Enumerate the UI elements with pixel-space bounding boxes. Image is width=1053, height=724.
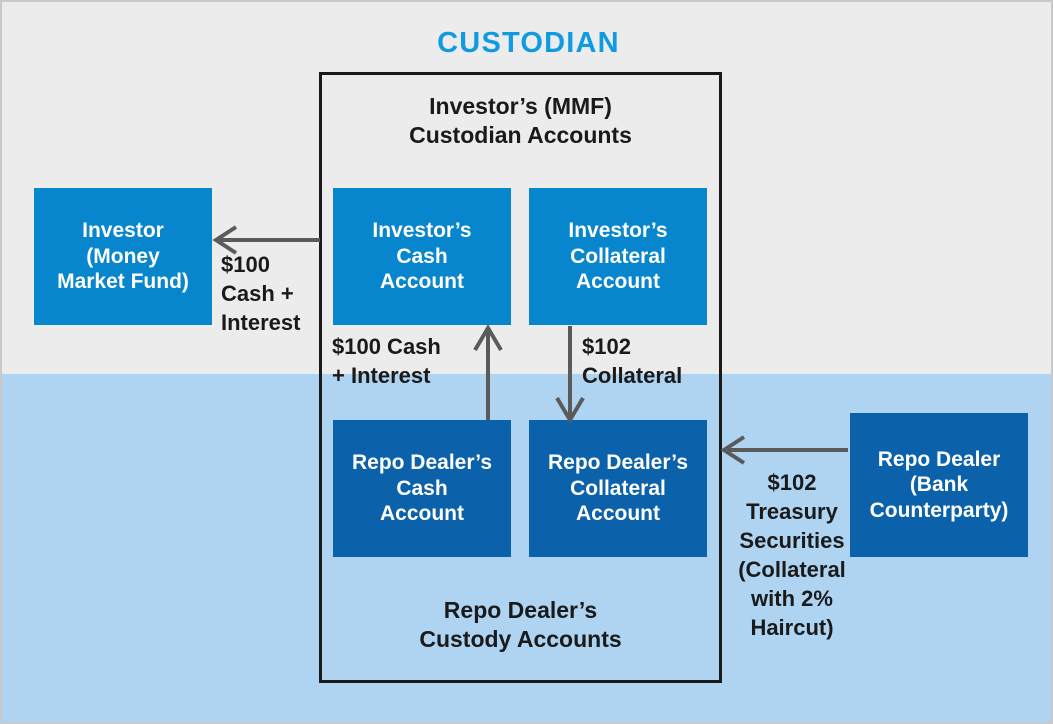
node-repo-dealer-line1: Repo Dealer (877, 447, 1001, 471)
node-investor-line1: Investor (82, 219, 164, 243)
node-repo-dealer-line3: Counterparty) (869, 498, 1009, 522)
flow-label-cash-to-investor-line2: Cash + (221, 281, 294, 307)
flow-label-cash-to-investor: $100 Cash + Interest (221, 250, 317, 337)
node-repo-dealers-collateral-account: Repo Dealer’s Collateral Account (529, 420, 707, 557)
flow-label-treasury-securities: $102 Treasury Securities (Collateral wit… (736, 468, 848, 642)
custodian-accounts-label-line2: Custodian Accounts (409, 121, 632, 148)
flow-label-collateral-downward: $102 Collateral (582, 332, 722, 390)
node-repo-dealers-collateral-account-line3: Account (576, 502, 660, 526)
node-repo-dealers-collateral-account-line1: Repo Dealer’s (547, 451, 689, 475)
custodian-accounts-label-line1: Investor’s (MMF) (429, 93, 612, 119)
node-investors-collateral-account: Investor’s Collateral Account (529, 188, 707, 325)
flow-label-cash-to-investor-line3: Interest (221, 310, 301, 336)
node-investor-money-market-fund: Investor (Money Market Fund) (34, 188, 212, 325)
flow-label-collateral-downward-line2: Collateral (582, 363, 683, 389)
node-repo-dealers-cash-account-line2: Cash (396, 476, 448, 500)
custody-accounts-label: Repo Dealer’s Custody Accounts (322, 596, 719, 653)
node-repo-dealer-bank-counterparty: Repo Dealer (Bank Counterparty) (850, 413, 1028, 557)
custodian-accounts-label: Investor’s (MMF) Custodian Accounts (322, 92, 719, 149)
node-investors-collateral-account-line2: Collateral (570, 244, 666, 268)
flow-label-collateral-downward-line1: $102 (582, 334, 631, 359)
node-repo-dealer-line2: (Bank (909, 473, 969, 497)
node-investors-cash-account-line1: Investor’s (372, 219, 472, 243)
flow-label-cash-upward: $100 Cash + Interest (332, 332, 482, 390)
flow-label-treasury-securities-line1: $102 (767, 470, 817, 495)
node-investors-cash-account-line2: Cash (396, 244, 448, 268)
flow-label-treasury-securities-line6: Haircut) (750, 615, 834, 641)
custody-accounts-label-line2: Custody Accounts (419, 625, 622, 652)
flow-label-cash-upward-line1: $100 Cash (332, 334, 441, 359)
node-investors-cash-account-line3: Account (380, 270, 464, 294)
node-investors-collateral-account-line1: Investor’s (568, 219, 668, 243)
node-investors-collateral-account-line3: Account (576, 270, 660, 294)
flow-label-treasury-securities-line5: with 2% (751, 586, 833, 612)
flow-label-treasury-securities-line2: Treasury (746, 499, 838, 525)
flow-label-cash-to-investor-line1: $100 (221, 252, 270, 277)
node-investor-line2: (Money (86, 244, 160, 268)
page-title: CUSTODIAN (437, 27, 620, 59)
node-repo-dealers-cash-account-line3: Account (380, 502, 464, 526)
custodian-frame (319, 72, 722, 683)
flow-label-treasury-securities-line4: (Collateral (738, 557, 846, 583)
node-investor-line3: Market Fund) (57, 270, 189, 294)
node-repo-dealers-cash-account: Repo Dealer’s Cash Account (333, 420, 511, 557)
flow-label-cash-upward-line2: + Interest (332, 363, 431, 389)
custody-accounts-label-line1: Repo Dealer’s (443, 597, 598, 623)
node-repo-dealers-cash-account-line1: Repo Dealer’s (351, 451, 493, 475)
node-investors-cash-account: Investor’s Cash Account (333, 188, 511, 325)
node-repo-dealers-collateral-account-line2: Collateral (570, 476, 666, 500)
flow-label-treasury-securities-line3: Securities (739, 528, 845, 554)
